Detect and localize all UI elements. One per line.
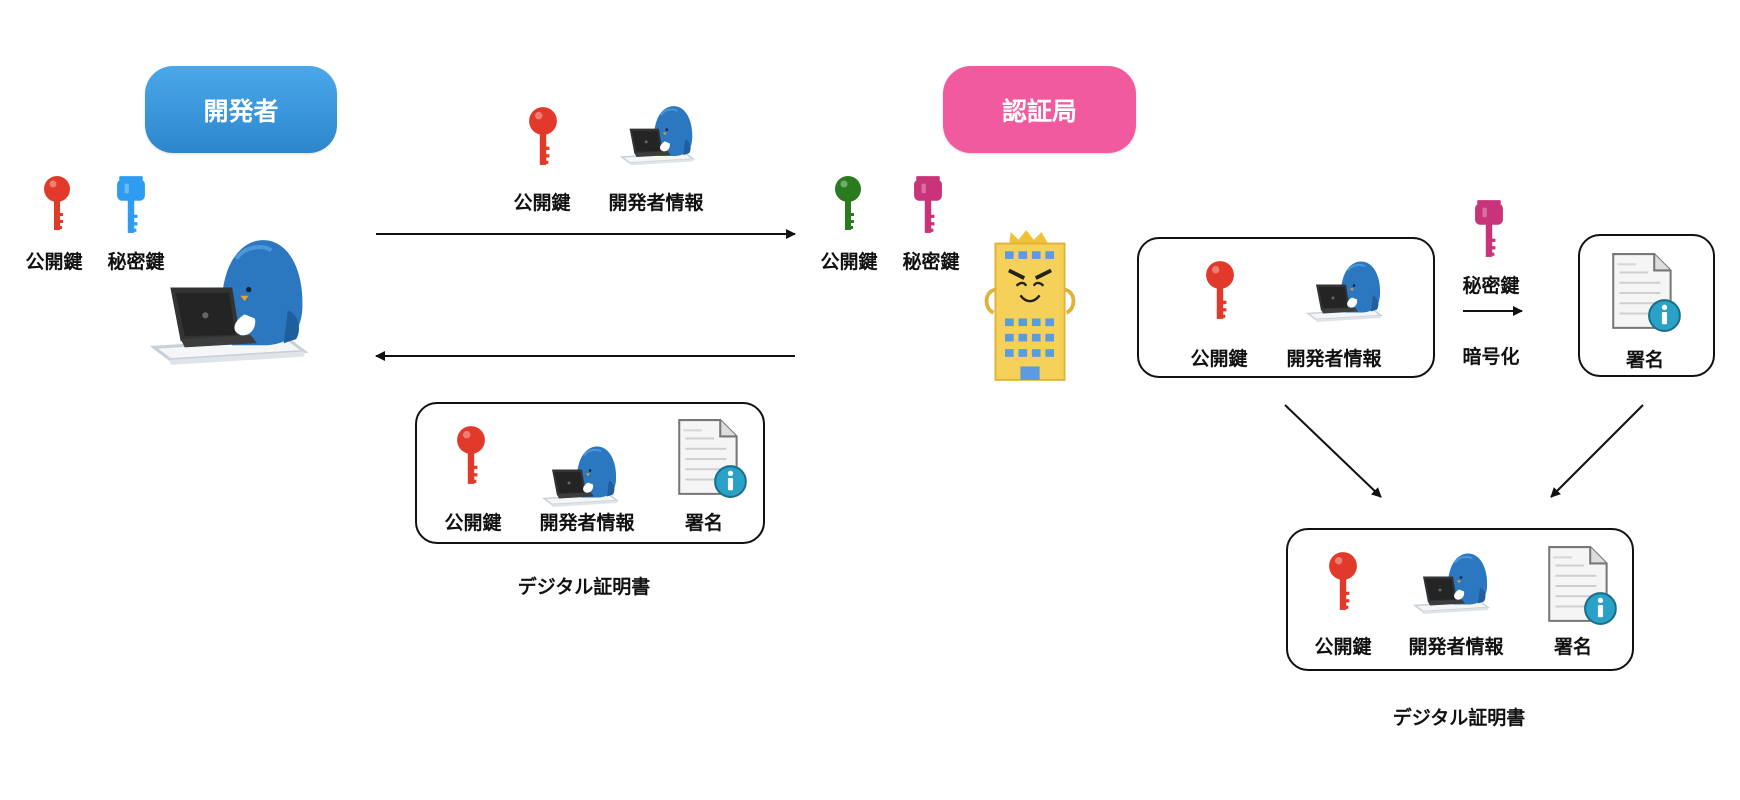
cert-public-key-label: 公開鍵 bbox=[444, 512, 502, 534]
public-key-icon bbox=[43, 172, 71, 234]
developer-badge-label: 開発者 bbox=[203, 96, 279, 126]
cert-signature-label: 署名 bbox=[684, 512, 724, 534]
signing-input-box bbox=[1137, 237, 1435, 378]
issued-developer-info-label: 開発者情報 bbox=[1408, 636, 1504, 658]
authority-badge: 認証局 bbox=[943, 66, 1136, 153]
developer-penguin-icon bbox=[132, 236, 320, 370]
developer-public-key-label: 公開鍵 bbox=[25, 251, 83, 273]
authority-public-key-label: 公開鍵 bbox=[820, 251, 878, 273]
signature-output-label: 署名 bbox=[1625, 349, 1665, 371]
merge-arrow-right bbox=[1550, 404, 1644, 498]
signing-key-label: 秘密鍵 bbox=[1462, 275, 1520, 297]
authority-badge-label: 認証局 bbox=[1001, 96, 1077, 126]
transfer-public-key-icon bbox=[528, 103, 558, 169]
transfer-developer-info-label: 開発者情報 bbox=[608, 192, 704, 214]
signing-developer-icon bbox=[1298, 259, 1388, 325]
transfer-public-key-label: 公開鍵 bbox=[513, 192, 571, 214]
issued-developer-icon bbox=[1405, 551, 1495, 617]
authority-private-key-icon bbox=[913, 172, 943, 236]
authority-private-key-label: 秘密鍵 bbox=[902, 251, 960, 273]
issued-signature-icon bbox=[1545, 545, 1617, 627]
issued-certificate-caption: デジタル証明書 bbox=[1392, 707, 1526, 729]
signing-private-key-icon bbox=[1474, 196, 1504, 260]
authority-building-icon bbox=[982, 218, 1078, 392]
signing-public-key-icon bbox=[1205, 257, 1235, 323]
cert-developer-info-label: 開発者情報 bbox=[539, 512, 635, 534]
signing-developer-info-label: 開発者情報 bbox=[1286, 348, 1382, 370]
cert-signature-icon bbox=[675, 418, 747, 500]
transfer-developer-icon bbox=[612, 104, 700, 168]
returned-certificate-caption: デジタル証明書 bbox=[517, 576, 651, 598]
issued-signature-label: 署名 bbox=[1553, 636, 1593, 658]
encryption-operation-label: 暗号化 bbox=[1462, 346, 1520, 368]
signature-output-icon bbox=[1609, 252, 1681, 334]
private-key-icon bbox=[116, 172, 146, 236]
developer-badge: 開発者 bbox=[145, 66, 337, 153]
cert-developer-icon bbox=[534, 444, 624, 510]
developer-private-key-label: 秘密鍵 bbox=[107, 251, 165, 273]
cert-public-key-icon bbox=[456, 422, 486, 488]
signing-public-key-label: 公開鍵 bbox=[1190, 348, 1248, 370]
issued-public-key-icon bbox=[1328, 548, 1358, 614]
merge-arrow-left bbox=[1284, 404, 1382, 498]
authority-public-key-icon bbox=[834, 172, 862, 234]
issued-public-key-label: 公開鍵 bbox=[1314, 636, 1372, 658]
